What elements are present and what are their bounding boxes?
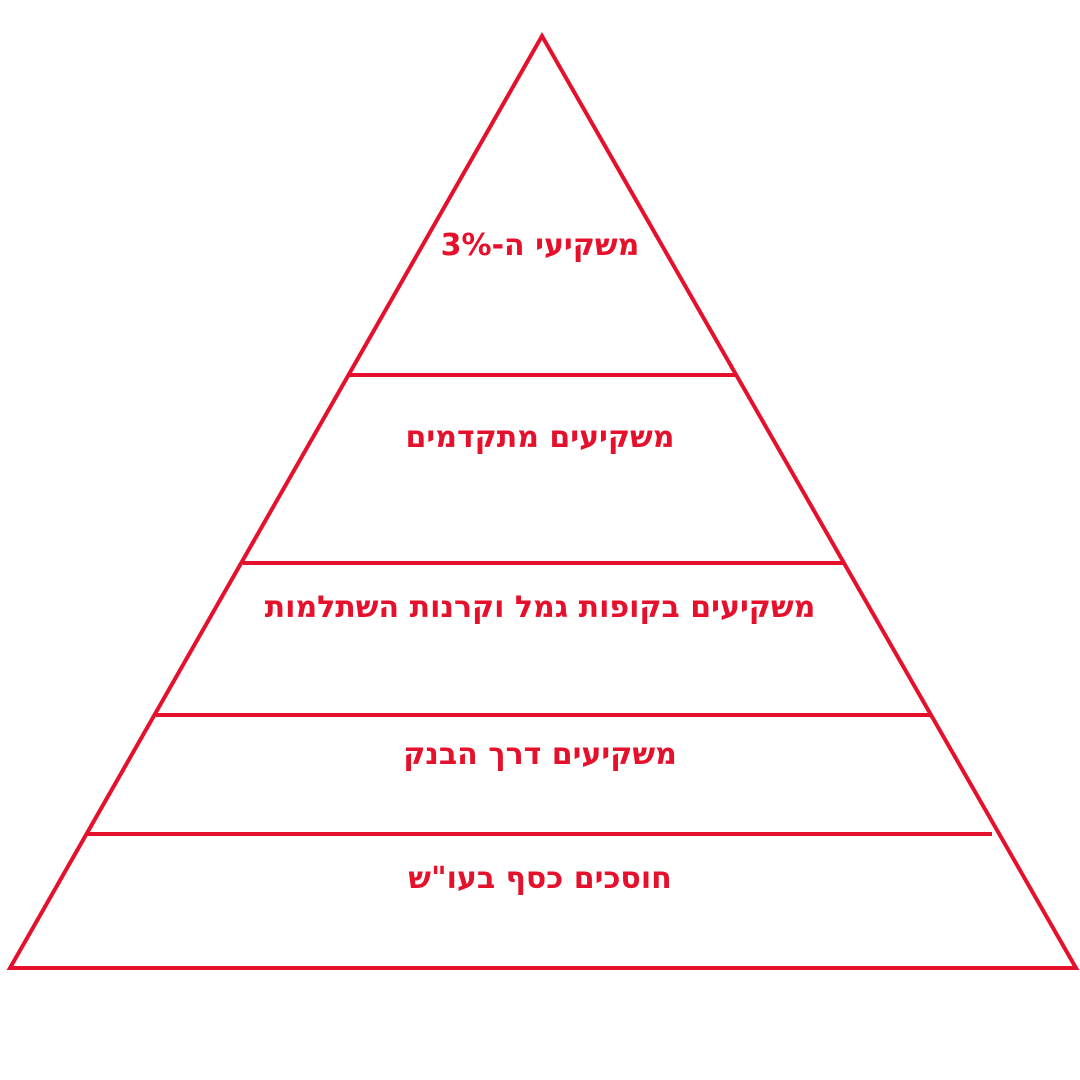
pyramid-outline [6,31,1080,970]
tier-label-bank: משקיעים דרך הבנק [403,737,677,772]
tier-label-top: משקיעי ה-3% [441,228,640,263]
tier-label-advanced: משקיעים מתקדמים [406,420,675,455]
tier-label-provident-funds: משקיעים בקופות גמל וקרנות השתלמות [265,590,816,625]
tier-label-savers: חוסכים כסף בעו"ש [408,861,671,896]
